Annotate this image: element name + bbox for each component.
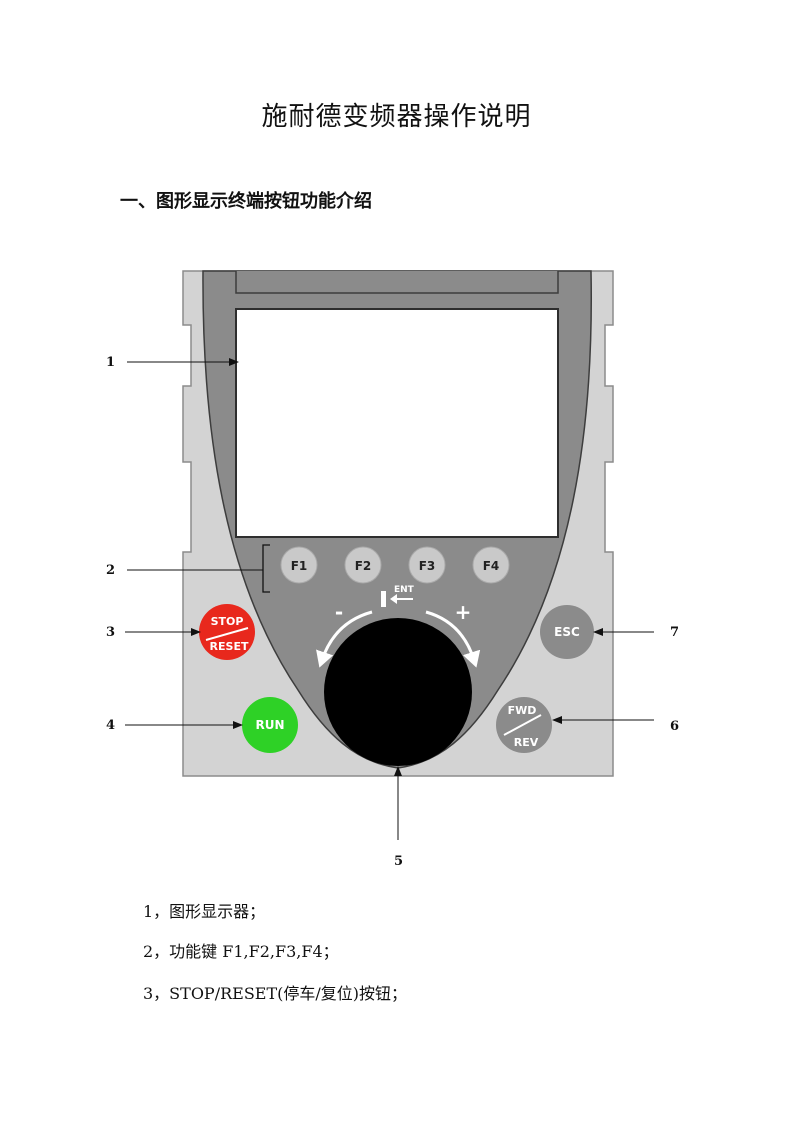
graphic-display <box>235 308 559 538</box>
ent-bar <box>381 591 386 607</box>
run-label: RUN <box>255 718 284 732</box>
stop-label: STOP <box>211 615 244 628</box>
list-item: 3，STOP/RESET(停车/复位)按钮； <box>143 984 408 1003</box>
f2-button[interactable]: F2 <box>344 546 382 584</box>
run-button[interactable]: RUN <box>242 697 298 753</box>
callout-1: 1 <box>106 355 115 370</box>
stop-reset-button[interactable]: STOP RESET <box>199 604 255 660</box>
f2-label: F2 <box>355 559 372 573</box>
plus-label: + <box>455 600 472 624</box>
callout-6: 6 <box>670 719 679 734</box>
bezel-top-bar <box>236 271 558 293</box>
f1-label: F1 <box>291 559 308 573</box>
jog-dial[interactable] <box>324 618 472 766</box>
f4-label: F4 <box>483 559 500 573</box>
f3-button[interactable]: F3 <box>408 546 446 584</box>
fwd-rev-button[interactable]: FWD REV <box>496 697 552 753</box>
list-item: 1，图形显示器； <box>143 902 266 921</box>
function-keys-bracket <box>262 544 270 593</box>
f1-button[interactable]: F1 <box>280 546 318 584</box>
list-item: 2，功能键 F1,F2,F3,F4； <box>143 942 339 961</box>
callout-7: 7 <box>670 625 679 640</box>
ent-indicator: ENT <box>381 585 415 607</box>
fwd-label: FWD <box>508 704 537 717</box>
callout-4: 4 <box>106 718 115 733</box>
ent-label: ENT <box>394 585 415 595</box>
minus-label: - <box>335 600 343 624</box>
section-heading: 一、图形显示终端按钮功能介绍 <box>120 191 372 212</box>
rotate-right-arrow-icon <box>425 610 481 668</box>
page-title: 施耐德变频器操作说明 <box>261 102 532 132</box>
callout-3: 3 <box>106 625 115 640</box>
esc-label: ESC <box>554 625 580 639</box>
reset-label: RESET <box>210 640 249 653</box>
esc-button[interactable]: ESC <box>540 605 594 659</box>
f4-button[interactable]: F4 <box>472 546 510 584</box>
callout-2: 2 <box>106 563 115 578</box>
f3-label: F3 <box>419 559 436 573</box>
rotate-left-arrow-icon <box>316 610 373 668</box>
callout-5: 5 <box>394 854 403 869</box>
rev-label: REV <box>514 736 539 749</box>
